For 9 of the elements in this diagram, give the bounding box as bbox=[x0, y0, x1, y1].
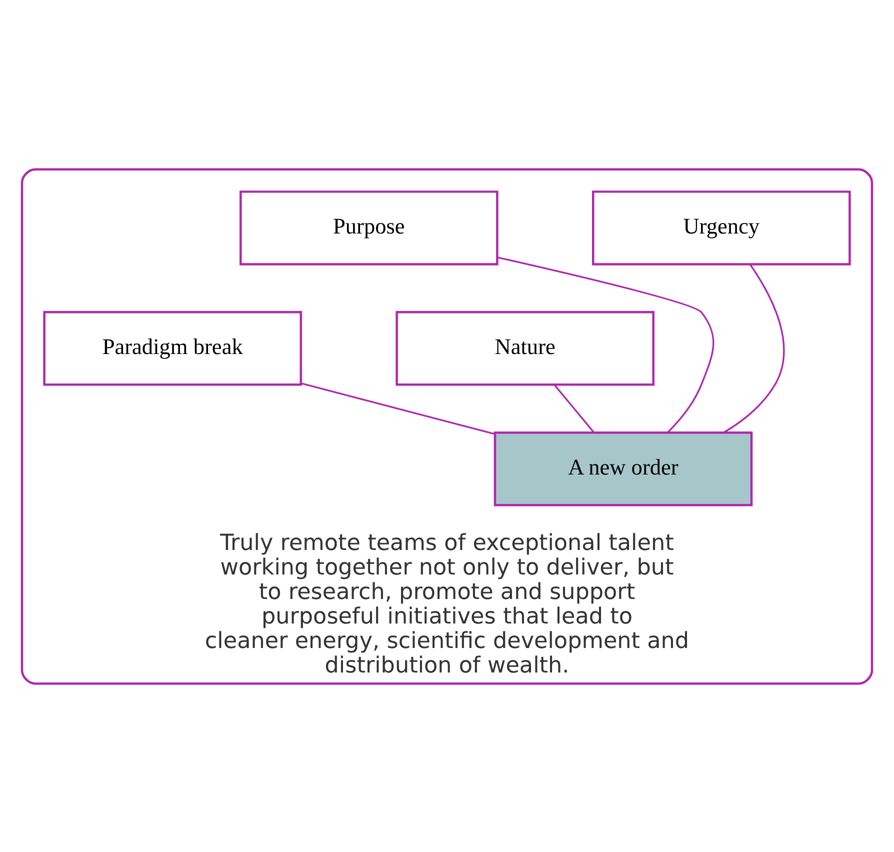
connector bbox=[723, 264, 785, 433]
node-box: Nature bbox=[396, 310, 654, 386]
connector bbox=[300, 382, 496, 434]
connector bbox=[554, 384, 595, 433]
node-box: Urgency bbox=[592, 190, 851, 265]
node-box: Paradigm break bbox=[43, 310, 302, 386]
connector bbox=[497, 256, 714, 433]
node-box: Purpose bbox=[240, 190, 498, 265]
node-box: A new order bbox=[494, 431, 753, 506]
